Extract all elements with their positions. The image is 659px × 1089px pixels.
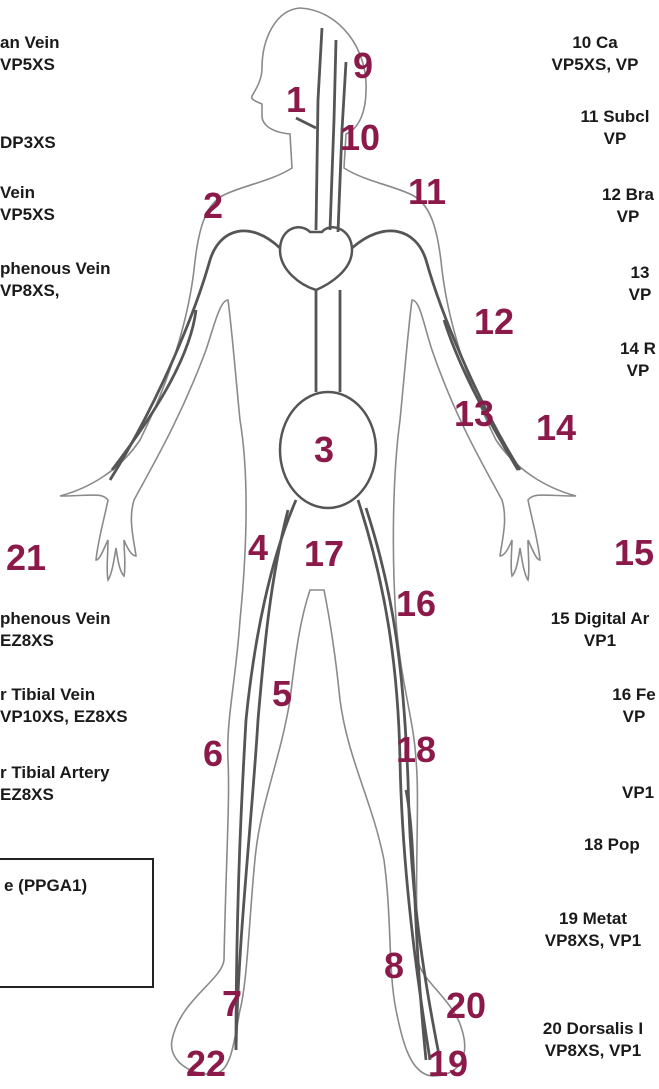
label-right-13: 13 VP	[600, 262, 659, 306]
label-right-10: 10 Ca VP5XS, VP	[510, 32, 659, 76]
label-right-16-line2: VP	[584, 706, 659, 728]
label-right-17-line1: VP1	[622, 782, 654, 804]
marker-8: 8	[384, 948, 404, 984]
marker-16: 16	[396, 586, 436, 622]
label-left-7-line1: r Tibial Artery	[0, 762, 110, 784]
marker-9: 9	[353, 48, 373, 84]
label-right-20: 20 Dorsalis I VP8XS, VP1	[498, 1018, 659, 1062]
label-right-13-line1: 13	[600, 262, 659, 284]
label-left-1-line1: an Vein	[0, 32, 60, 54]
label-right-16: 16 Fe VP	[584, 684, 659, 728]
label-left-7: r Tibial Artery EZ8XS	[0, 762, 110, 806]
label-left-6-line2: VP10XS, EZ8XS	[0, 706, 128, 728]
label-right-18: 18 Pop	[584, 834, 640, 856]
marker-14: 14	[536, 410, 576, 446]
label-right-12-line1: 12 Bra	[578, 184, 659, 206]
label-right-19-line1: 19 Metat	[498, 908, 659, 930]
marker-1: 1	[286, 82, 306, 118]
label-right-11-line1: 11 Subcl	[550, 106, 659, 128]
label-left-3-line2: VP5XS	[0, 204, 55, 226]
label-right-12: 12 Bra VP	[578, 184, 659, 228]
marker-2: 2	[203, 188, 223, 224]
marker-3: 3	[314, 432, 334, 468]
marker-20: 20	[446, 988, 486, 1024]
label-right-16-line1: 16 Fe	[584, 684, 659, 706]
label-right-14-line1: 14 R	[596, 338, 659, 360]
marker-21: 21	[6, 540, 46, 576]
label-left-4-line1: phenous Vein	[0, 258, 111, 280]
label-right-15-line2: VP1	[515, 630, 659, 652]
marker-13: 13	[454, 396, 494, 432]
label-left-3-line1: Vein	[0, 182, 55, 204]
label-right-11: 11 Subcl VP	[550, 106, 659, 150]
marker-15: 15	[614, 535, 654, 571]
label-right-15: 15 Digital Ar VP1	[515, 608, 659, 652]
marker-10: 10	[340, 120, 380, 156]
label-right-14: 14 R VP	[596, 338, 659, 382]
label-right-10-line1: 10 Ca	[510, 32, 659, 54]
label-right-20-line1: 20 Dorsalis I	[498, 1018, 659, 1040]
label-right-20-line2: VP8XS, VP1	[498, 1040, 659, 1062]
marker-6: 6	[203, 736, 223, 772]
label-right-10-line2: VP5XS, VP	[510, 54, 659, 76]
label-left-5-line2: EZ8XS	[0, 630, 111, 652]
label-left-4-line2: VP8XS,	[0, 280, 111, 302]
marker-12: 12	[474, 304, 514, 340]
label-left-6-line1: r Tibial Vein	[0, 684, 128, 706]
label-right-11-line2: VP	[550, 128, 659, 150]
label-left-5: phenous Vein EZ8XS	[0, 608, 111, 652]
heart-shape	[280, 227, 352, 290]
label-left-2: DP3XS	[0, 132, 56, 154]
label-right-14-line2: VP	[596, 360, 659, 382]
marker-5: 5	[272, 676, 292, 712]
label-left-4: phenous Vein VP8XS,	[0, 258, 111, 302]
label-right-13-line2: VP	[600, 284, 659, 306]
marker-17: 17	[304, 536, 344, 572]
legend-box: e (PPGA1)	[0, 858, 154, 988]
label-left-1-line2: VP5XS	[0, 54, 60, 76]
marker-18: 18	[396, 732, 436, 768]
label-right-17: VP1	[622, 782, 654, 804]
label-right-19: 19 Metat VP8XS, VP1	[498, 908, 659, 952]
label-left-7-line2: EZ8XS	[0, 784, 110, 806]
marker-11: 11	[408, 174, 446, 210]
label-left-1: an Vein VP5XS	[0, 32, 60, 76]
label-right-19-line2: VP8XS, VP1	[498, 930, 659, 952]
marker-22: 22	[186, 1046, 226, 1082]
label-left-6: r Tibial Vein VP10XS, EZ8XS	[0, 684, 128, 728]
legend-text: e (PPGA1)	[4, 876, 87, 896]
marker-7: 7	[222, 986, 242, 1022]
label-left-2-line1: DP3XS	[0, 132, 56, 154]
label-right-18-line1: 18 Pop	[584, 834, 640, 856]
marker-19: 19	[428, 1046, 468, 1082]
label-right-15-line1: 15 Digital Ar	[515, 608, 659, 630]
label-left-5-line1: phenous Vein	[0, 608, 111, 630]
label-right-12-line2: VP	[578, 206, 659, 228]
marker-4: 4	[248, 530, 268, 566]
label-left-3: Vein VP5XS	[0, 182, 55, 226]
